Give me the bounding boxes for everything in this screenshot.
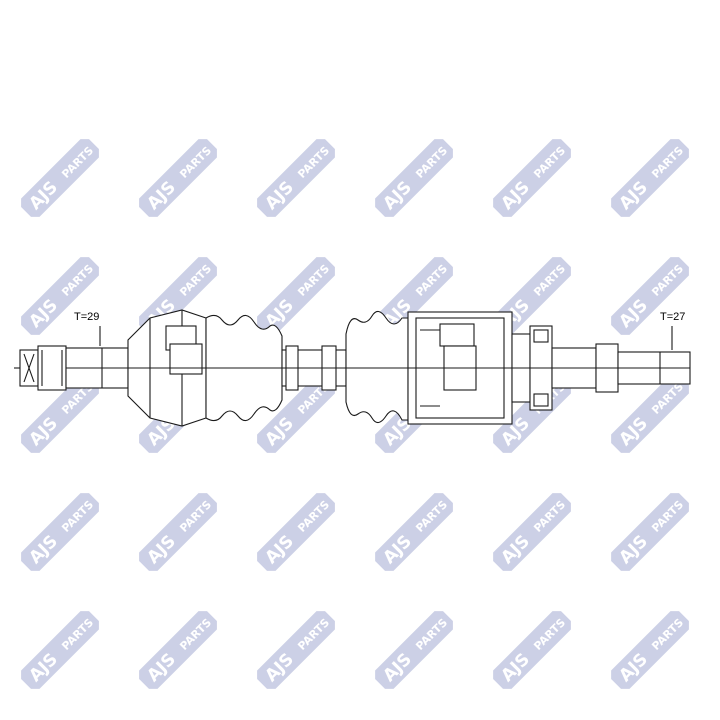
logo-badge [139, 493, 217, 571]
logo-badge [493, 611, 571, 689]
logo-badge [611, 375, 689, 453]
inner-cv-joint [407, 311, 513, 425]
logo-badge [21, 257, 99, 335]
logo-badge [21, 493, 99, 571]
logo-badge [375, 257, 453, 335]
logo-badge [493, 139, 571, 217]
logo-badge [611, 257, 689, 335]
logo-badge [611, 139, 689, 217]
logo-badge [257, 375, 335, 453]
logo-badge [493, 493, 571, 571]
left-spline-shaft [65, 347, 129, 389]
logo-badge [257, 611, 335, 689]
outer-cv-joint [127, 309, 214, 427]
logo-badge [375, 139, 453, 217]
logo-badge [611, 611, 689, 689]
logo-badge [139, 611, 217, 689]
logo-badge [493, 257, 571, 335]
right-spline-shaft [551, 343, 691, 393]
right-boot [345, 310, 409, 424]
intermediate-shaft [281, 345, 347, 391]
logo-badge [139, 139, 217, 217]
logo-badge [375, 493, 453, 571]
drive-shaft [14, 309, 691, 427]
logo-badge [21, 139, 99, 217]
left-threaded-stub [14, 345, 67, 391]
right-spline-label: T=27 [660, 311, 685, 323]
logo-badge [257, 257, 335, 335]
bearing-seal [511, 325, 553, 411]
logo-badge [375, 611, 453, 689]
logo-badge [21, 611, 99, 689]
logo-badge [257, 493, 335, 571]
left-boot [205, 314, 283, 422]
left-spline-label: T=29 [74, 311, 99, 323]
logo-badge [611, 493, 689, 571]
logo-badge [21, 375, 99, 453]
logo-badge [257, 139, 335, 217]
